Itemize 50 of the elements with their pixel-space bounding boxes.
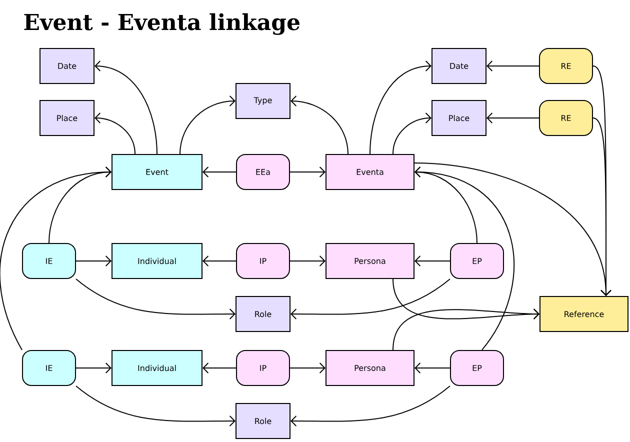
arrow — [202, 362, 236, 374]
relation-pill: IE — [22, 243, 76, 279]
relation-pill: RE — [539, 100, 593, 136]
relation-pill: EP — [450, 243, 504, 279]
arrow — [414, 162, 612, 296]
title: Event - Eventa linkage — [24, 13, 300, 35]
relation-pill: EP — [450, 350, 504, 386]
arrow — [76, 362, 112, 374]
arrow — [392, 308, 540, 350]
arrow — [290, 96, 348, 154]
entity-box: Event — [112, 154, 202, 190]
relation-pill: IP — [236, 350, 290, 386]
entity-box: Place — [432, 100, 486, 136]
relation-pill: EEa — [236, 154, 290, 190]
arrow — [414, 256, 450, 266]
arrow — [370, 60, 432, 154]
arrow — [76, 386, 236, 426]
arrow — [76, 278, 236, 320]
entity-box: Date — [40, 48, 94, 84]
arrow — [290, 166, 326, 178]
entity-box: Role — [236, 403, 290, 439]
arrow — [290, 362, 326, 374]
arrow — [94, 60, 158, 154]
arrow — [414, 362, 450, 374]
entity-box: Persona — [326, 350, 414, 386]
relation-pill: RE — [539, 48, 593, 84]
arrow — [202, 166, 236, 178]
arrow — [290, 386, 450, 426]
entity-box: Eventa — [326, 154, 414, 190]
entity-box: Date — [432, 48, 486, 84]
arrow — [94, 112, 136, 154]
entity-box: Role — [236, 296, 290, 332]
relation-pill: IE — [22, 350, 76, 386]
arrow — [202, 256, 236, 266]
entity-box: Individual — [112, 350, 202, 386]
entity-box: Individual — [112, 243, 202, 279]
arrow — [486, 60, 540, 72]
entity-box: Persona — [326, 243, 414, 279]
arrow — [392, 112, 432, 154]
arrow — [76, 256, 112, 266]
entity-box: Reference — [540, 296, 628, 332]
entity-box: Place — [40, 100, 94, 136]
relation-pill: IP — [236, 243, 290, 279]
arrow — [180, 96, 236, 154]
entity-box: Type — [236, 83, 290, 119]
arrow — [486, 112, 540, 124]
arrow — [0, 166, 112, 350]
arrow — [290, 278, 450, 320]
arrow — [290, 256, 326, 266]
arrow — [414, 166, 514, 350]
